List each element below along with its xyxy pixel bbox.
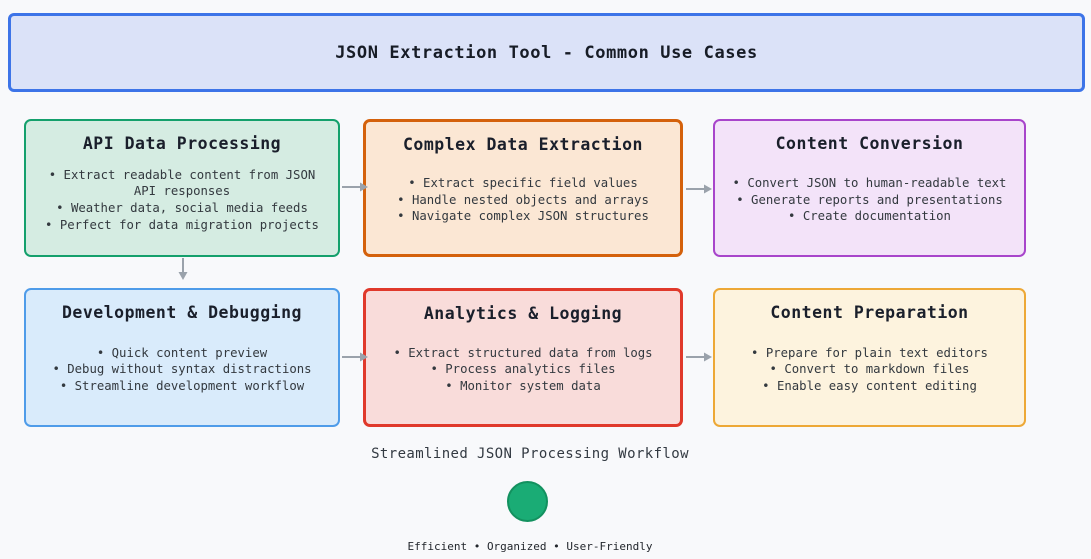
bullet-item: Perfect for data migration projects <box>39 217 325 234</box>
box-content-conversion: Content Conversion Convert JSON to human… <box>713 119 1026 257</box>
bullet-item: Quick content preview <box>52 345 311 362</box>
box-title: Analytics & Logging <box>423 304 623 323</box>
box-development-debugging: Development & Debugging Quick content pr… <box>24 288 340 427</box>
arrow-right-icon <box>342 181 368 193</box>
bullet-item: Convert JSON to human-readable text <box>733 175 1006 192</box>
bullet-item: Debug without syntax distractions <box>52 361 311 378</box>
bullet-item: Streamline development workflow <box>52 378 311 395</box>
bullet-item: Extract specific field values <box>397 175 649 192</box>
bullet-item: Monitor system data <box>393 378 652 395</box>
bullet-item: Extract readable content from JSON API r… <box>39 167 325 200</box>
bullet-item: Prepare for plain text editors <box>751 345 988 362</box>
box-title: Complex Data Extraction <box>403 135 643 154</box>
bullet-item: Handle nested objects and arrays <box>397 192 649 209</box>
box-bullets: Extract structured data from logs Proces… <box>374 323 672 416</box>
diagram-header-banner: JSON Extraction Tool - Common Use Cases <box>8 13 1085 92</box>
box-bullets: Extract readable content from JSON API r… <box>34 153 330 247</box>
box-title: Content Preparation <box>770 303 969 322</box>
bullet-item: Convert to markdown files <box>751 361 988 378</box>
arrow-right-icon <box>686 351 712 363</box>
arrow-down-icon <box>177 258 189 280</box>
diagram-title: JSON Extraction Tool - Common Use Cases <box>335 42 758 63</box>
box-content-preparation: Content Preparation Prepare for plain te… <box>713 288 1026 427</box>
box-bullets: Extract specific field values Handle nes… <box>374 154 672 246</box>
box-analytics-logging: Analytics & Logging Extract structured d… <box>363 288 683 427</box>
box-bullets: Prepare for plain text editors Convert t… <box>723 322 1016 417</box>
bullet-item: Generate reports and presentations <box>733 192 1007 209</box>
bullet-item: Navigate complex JSON structures <box>397 208 649 225</box>
box-bullets: Quick content preview Debug without synt… <box>34 322 330 417</box>
arrow-right-icon <box>686 183 712 195</box>
bullet-item: Weather data, social media feeds <box>39 200 325 217</box>
bullet-item: Process analytics files <box>393 361 652 378</box>
arrow-right-icon <box>342 351 368 363</box>
box-bullets: Convert JSON to human-readable text Gene… <box>723 153 1016 247</box>
box-complex-data-extraction: Complex Data Extraction Extract specific… <box>363 119 683 257</box>
tagline: Efficient • Organized • User-Friendly <box>407 540 653 553</box>
box-title: API Data Processing <box>82 134 282 153</box>
bullet-item: Create documentation <box>733 208 1007 225</box>
workflow-node-circle <box>507 481 548 522</box>
box-title: Content Conversion <box>775 134 964 153</box>
bullet-item: Extract structured data from logs <box>393 345 652 362</box>
box-title: Development & Debugging <box>62 303 302 322</box>
bullet-item: Enable easy content editing <box>751 378 988 395</box>
box-api-data-processing: API Data Processing Extract readable con… <box>24 119 340 257</box>
workflow-caption: Streamlined JSON Processing Workflow <box>371 446 689 462</box>
